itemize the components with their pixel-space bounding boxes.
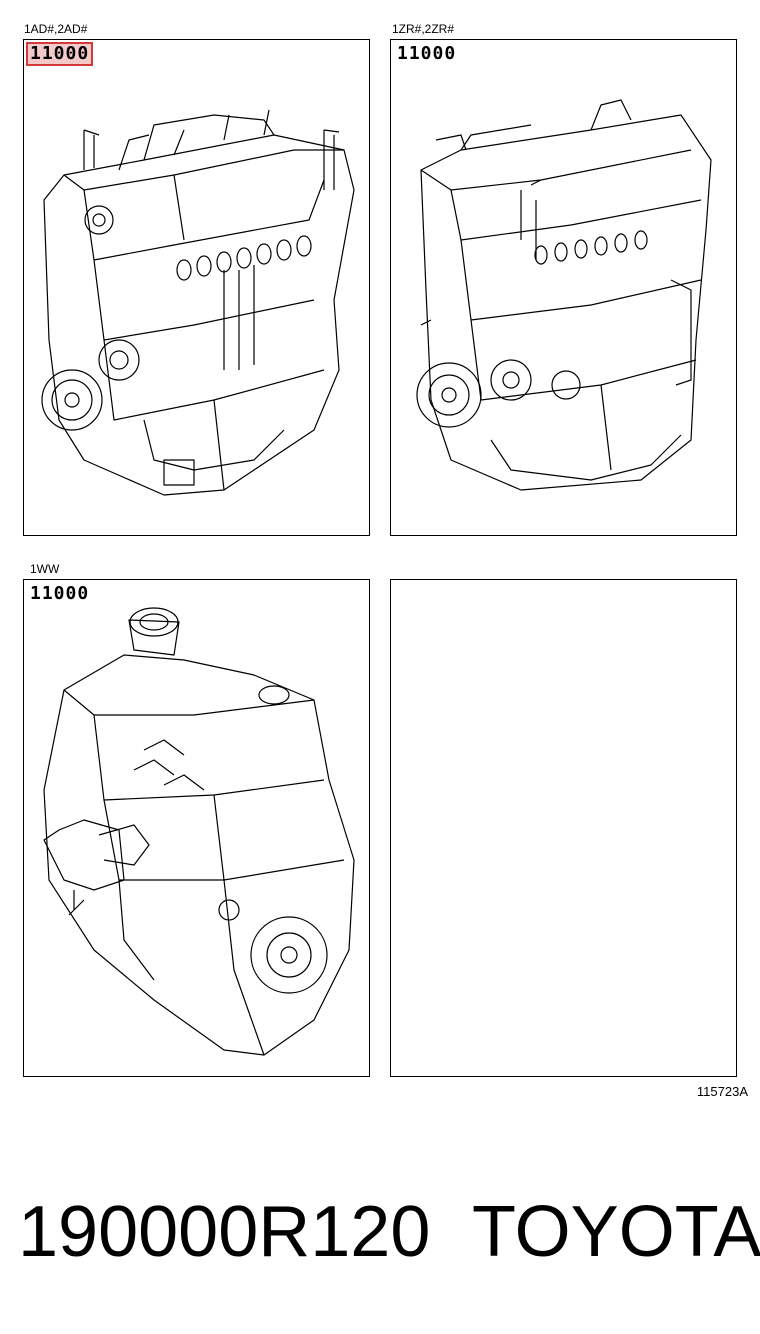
brand-name: TOYOTA [472,1192,760,1272]
engine-drawing-1zr [416,99,712,491]
engine-drawing-1ad [41,109,355,496]
engine-panel-1zr-2zr: 11000 [390,39,737,536]
panel-3-caption: 1WW [30,562,60,576]
panel-border-dashed [23,39,24,536]
engine-drawing-1ww [43,607,355,1056]
panel-1-caption: 1AD#,2AD# [24,22,88,36]
panel-2-caption: 1ZR#,2ZR# [392,22,455,36]
engine-panel-1ad-2ad: 11000 [23,39,370,536]
callout-11000[interactable]: 11000 [397,43,457,64]
engine-panel-1ww: 11000 [23,579,370,1077]
callout-11000-highlighted[interactable]: 11000 [25,42,94,66]
figure-reference: 115723A [696,1084,748,1099]
callout-11000[interactable]: 11000 [30,583,90,604]
part-number: 190000R120 [18,1192,431,1272]
empty-panel [390,579,737,1077]
footer: 190000R120 TOYOTA [0,1190,760,1280]
